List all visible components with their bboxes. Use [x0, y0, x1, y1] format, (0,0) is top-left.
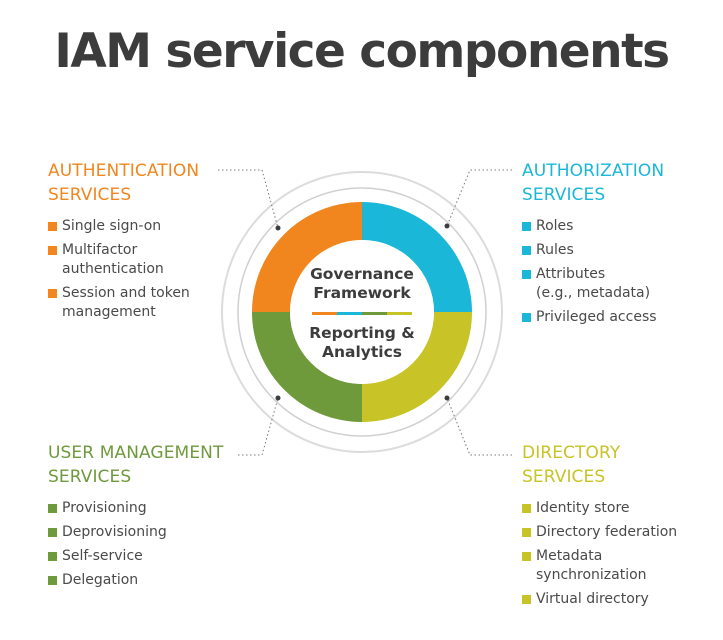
- square-bullet-icon: [522, 595, 531, 604]
- directory-connector-dot: [444, 395, 450, 401]
- list-item: Virtual directory: [522, 590, 723, 609]
- list-item: Delegation: [48, 571, 288, 590]
- list-item: Deprovisioning: [48, 523, 288, 542]
- list-item-continuation: synchronization: [536, 567, 647, 583]
- authorization-heading-line1: AUTHORIZATION: [522, 161, 665, 181]
- divider-blue: [337, 312, 362, 315]
- list-item: Metadata: [522, 547, 723, 566]
- directory-services-heading: DIRECTORY SERVICES: [522, 441, 723, 489]
- governance-framework-label: Governance Framework: [291, 265, 433, 303]
- authentication-quadrant: [252, 202, 362, 312]
- directory-connector: [446, 397, 512, 456]
- square-bullet-icon: [48, 246, 57, 255]
- authorization-quadrant: [362, 202, 472, 312]
- list-item: Rules: [522, 241, 723, 260]
- user-management-services-heading: USER MANAGEMENT SERVICES: [48, 441, 288, 489]
- reporting-label-line2: Analytics: [321, 343, 403, 361]
- mid-ring: [237, 187, 487, 437]
- authentication-heading-line1: AUTHENTICATION: [48, 161, 200, 181]
- square-bullet-icon: [522, 552, 531, 561]
- square-bullet-icon: [48, 552, 57, 561]
- user-management-connector-dot: [275, 395, 281, 401]
- divider-orange: [312, 312, 337, 315]
- list-item: Privileged access: [522, 308, 723, 327]
- authentication-connector: [218, 169, 279, 229]
- directory-quadrant: [362, 312, 472, 422]
- user-management-services-section: USER MANAGEMENT SERVICES Provisioning De…: [48, 441, 288, 595]
- authorization-heading-line2: SERVICES: [522, 185, 606, 205]
- directory-heading-line1: DIRECTORY: [522, 443, 621, 463]
- divider-green: [362, 312, 387, 315]
- list-item: Session and token: [48, 284, 288, 303]
- square-bullet-icon: [522, 222, 531, 231]
- square-bullet-icon: [48, 222, 57, 231]
- governance-label-line2: Framework: [313, 284, 411, 302]
- square-bullet-icon: [48, 576, 57, 585]
- directory-heading-line2: SERVICES: [522, 467, 606, 487]
- list-item: Self-service: [48, 547, 288, 566]
- list-item: Provisioning: [48, 499, 288, 518]
- square-bullet-icon: [522, 528, 531, 537]
- page-title: IAM service components: [54, 24, 670, 79]
- reporting-analytics-label: Reporting & Analytics: [291, 324, 433, 362]
- authorization-services-heading: AUTHORIZATION SERVICES: [522, 159, 723, 207]
- list-item: Single sign-on: [48, 217, 288, 236]
- list-item-continuation: (e.g., metadata): [536, 285, 651, 301]
- user-management-quadrant: [252, 312, 362, 422]
- authorization-services-section: AUTHORIZATION SERVICES Roles Rules Attri…: [522, 159, 723, 332]
- square-bullet-icon: [522, 313, 531, 322]
- governance-label-line1: Governance: [310, 265, 414, 283]
- list-item: Multifactor: [48, 241, 288, 260]
- outer-ring: [221, 171, 503, 453]
- square-bullet-icon: [522, 270, 531, 279]
- list-item: Roles: [522, 217, 723, 236]
- authentication-services-heading: AUTHENTICATION SERVICES: [48, 159, 288, 207]
- list-item: Identity store: [522, 499, 723, 518]
- authentication-heading-line2: SERVICES: [48, 185, 132, 205]
- authentication-services-section: AUTHENTICATION SERVICES Single sign-on M…: [48, 159, 288, 327]
- list-item-continuation: management: [62, 304, 156, 320]
- square-bullet-icon: [522, 504, 531, 513]
- user-management-connector: [238, 397, 279, 456]
- directory-services-section: DIRECTORY SERVICES Identity store Direct…: [522, 441, 723, 614]
- square-bullet-icon: [522, 246, 531, 255]
- square-bullet-icon: [48, 504, 57, 513]
- square-bullet-icon: [48, 528, 57, 537]
- divider-yellow: [387, 312, 412, 315]
- user-management-heading-line1: USER MANAGEMENT: [48, 443, 224, 463]
- list-item-continuation: authentication: [62, 261, 164, 277]
- list-item: Directory federation: [522, 523, 723, 542]
- authorization-connector: [446, 169, 512, 227]
- list-item: Attributes: [522, 265, 723, 284]
- authorization-connector-dot: [444, 223, 450, 229]
- reporting-label-line1: Reporting &: [309, 324, 415, 342]
- square-bullet-icon: [48, 289, 57, 298]
- authentication-connector-dot: [275, 225, 281, 231]
- user-management-heading-line2: SERVICES: [48, 467, 132, 487]
